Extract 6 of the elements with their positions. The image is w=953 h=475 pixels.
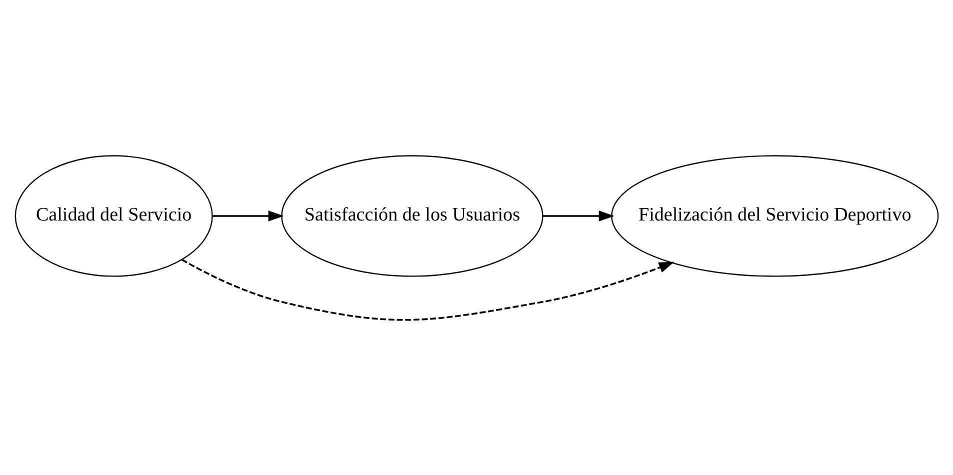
- arrow: [212, 210, 284, 221]
- arrow: [181, 258, 674, 320]
- node-ellipse: Satisfacción de los Usuarios: [281, 154, 544, 276]
- node-ellipse: Calidad del Servicio: [14, 154, 213, 276]
- node-ellipse: Fidelización del Servicio Deportivo: [611, 154, 939, 276]
- arrow: [542, 210, 614, 221]
